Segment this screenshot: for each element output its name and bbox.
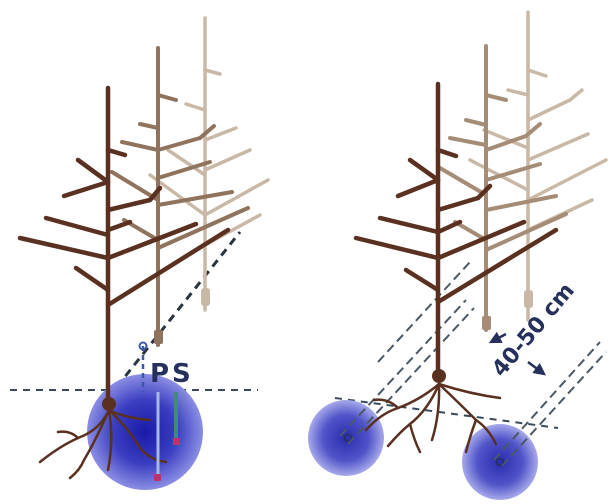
tree-front-graft-right bbox=[432, 369, 446, 383]
root-ball-right-1 bbox=[308, 400, 384, 476]
left-panel: P S bbox=[10, 18, 268, 490]
label-p: P bbox=[150, 359, 169, 389]
tree-middle-graft-left bbox=[154, 330, 163, 344]
root-ball-right-2 bbox=[462, 424, 538, 500]
tree-back-graft-left bbox=[201, 288, 210, 306]
tree-middle-graft-right bbox=[482, 316, 491, 330]
label-s: S bbox=[172, 359, 191, 389]
tree-front-left bbox=[20, 88, 228, 400]
right-panel: 40-50 cm bbox=[308, 12, 606, 500]
root-ball-left bbox=[87, 374, 203, 490]
tree-back-graft-right bbox=[524, 290, 533, 308]
